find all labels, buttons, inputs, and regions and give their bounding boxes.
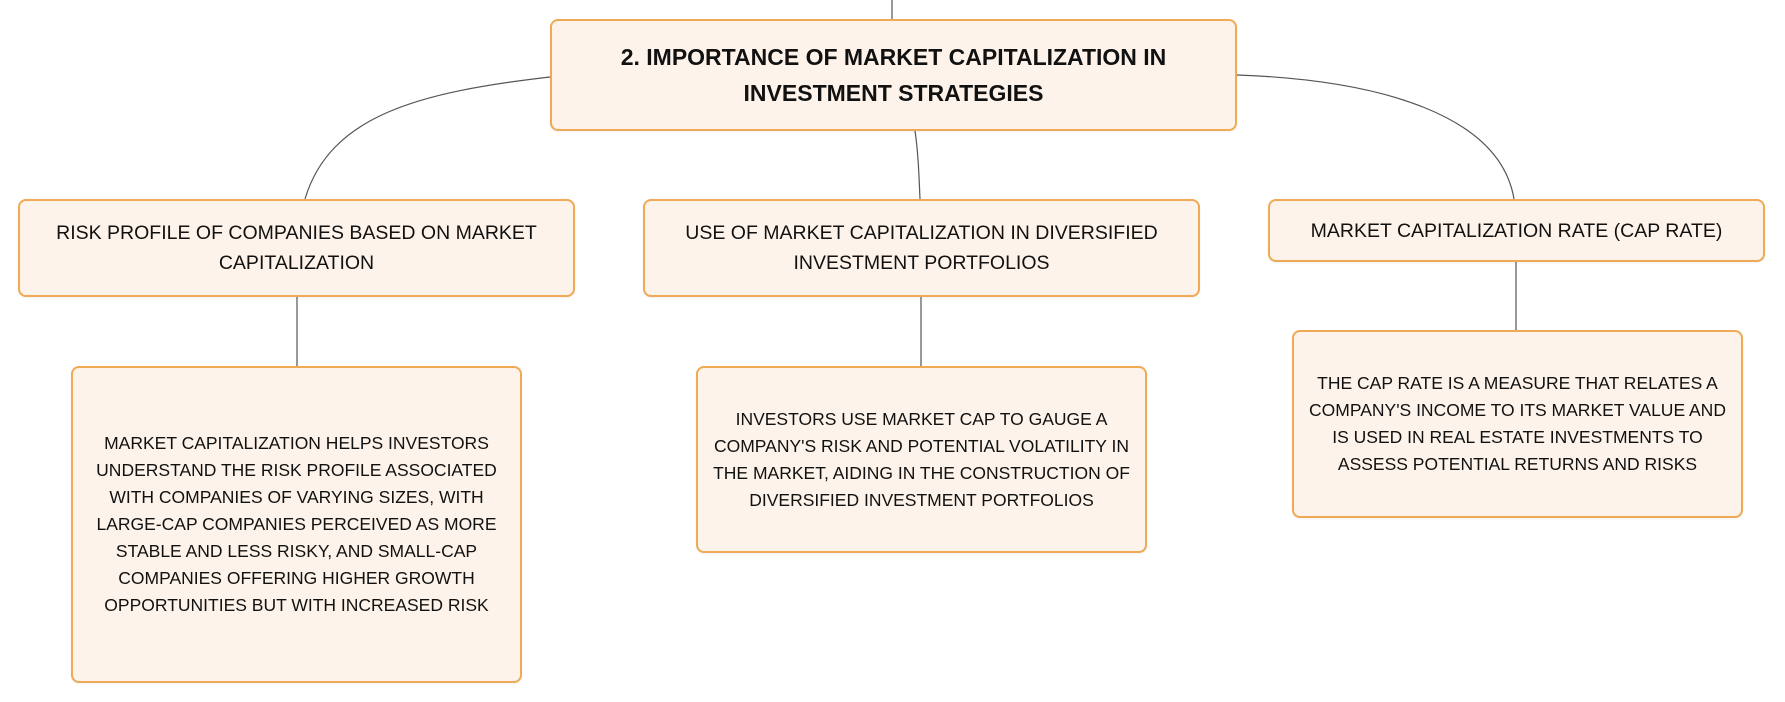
topic-diversified-portfolios-label: USE OF MARKET CAPITALIZATION IN DIVERSIF… xyxy=(685,222,1158,274)
topic-cap-rate-label: MARKET CAPITALIZATION RATE (CAP RATE) xyxy=(1310,219,1723,242)
detail-cap-rate[interactable]: THE CAP RATE IS A MEASURE THAT RELATES A… xyxy=(1292,330,1743,518)
topic-diversified-portfolios[interactable]: USE OF MARKET CAPITALIZATION IN DIVERSIF… xyxy=(643,199,1200,297)
topic-cap-rate[interactable]: MARKET CAPITALIZATION RATE (CAP RATE) xyxy=(1268,199,1765,262)
connector-root-to-diversified xyxy=(914,130,921,200)
connector-root-to-caprate xyxy=(1236,74,1515,200)
root-topic[interactable]: 2. IMPORTANCE OF MARKET CAPITALIZATION I… xyxy=(550,19,1237,131)
detail-risk-profile-text: MARKET CAPITALIZATION HELPS INVESTORS UN… xyxy=(96,433,497,615)
detail-risk-profile[interactable]: MARKET CAPITALIZATION HELPS INVESTORS UN… xyxy=(71,366,522,683)
detail-cap-rate-text: THE CAP RATE IS A MEASURE THAT RELATES A… xyxy=(1309,373,1726,474)
connector-root-to-risk xyxy=(304,76,551,200)
topic-risk-profile-label: RISK PROFILE OF COMPANIES BASED ON MARKE… xyxy=(56,222,537,274)
root-topic-label: 2. IMPORTANCE OF MARKET CAPITALIZATION I… xyxy=(620,44,1167,106)
topic-risk-profile[interactable]: RISK PROFILE OF COMPANIES BASED ON MARKE… xyxy=(18,199,575,297)
detail-diversified-portfolios[interactable]: INVESTORS USE MARKET CAP TO GAUGE A COMP… xyxy=(696,366,1147,553)
detail-diversified-portfolios-text: INVESTORS USE MARKET CAP TO GAUGE A COMP… xyxy=(713,408,1130,510)
